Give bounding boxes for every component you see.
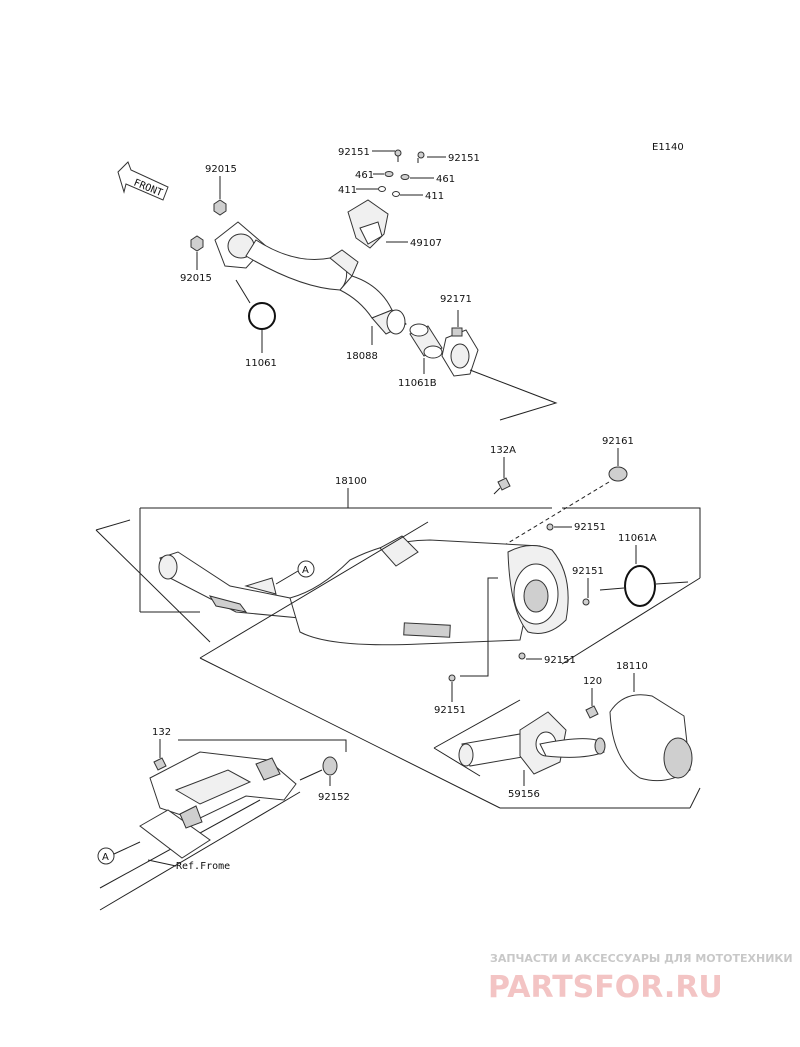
- bolt-92151-top-right: [417, 151, 425, 163]
- label-92152: 92152: [318, 792, 350, 803]
- label-92151-top-left: 92151: [338, 147, 370, 158]
- label-92151-cap-top: 92151: [574, 522, 606, 533]
- callout-a-upper: [297, 560, 315, 578]
- grommet-92161: [608, 466, 628, 482]
- nut-92015-lower: [190, 235, 204, 252]
- label-18088: 18088: [346, 351, 378, 362]
- washer-411-left: [378, 186, 386, 192]
- label-92151-cap-right: 92151: [572, 566, 604, 577]
- callout-a-upper-label: A: [302, 565, 309, 576]
- label-92151-cap-bottom: 92151: [544, 655, 576, 666]
- label-461-right: 461: [436, 174, 455, 185]
- washer-411-right: [392, 191, 400, 197]
- label-132a: 132A: [490, 445, 516, 456]
- label-132: 132: [152, 727, 171, 738]
- label-59156: 59156: [508, 789, 540, 800]
- bolt-132: [153, 757, 167, 771]
- label-11061: 11061: [245, 358, 277, 369]
- bolt-92151-lower: [448, 674, 456, 682]
- label-92151-top-right: 92151: [448, 153, 480, 164]
- washer-461-left: [384, 171, 394, 177]
- label-11061b: 11061B: [398, 378, 437, 389]
- label-461-left: 461: [355, 170, 374, 181]
- gasket-11061a: [624, 565, 656, 607]
- watermark-logo: PARTSFOR.RU: [488, 970, 723, 1005]
- bolt-92151-top-left: [394, 149, 402, 162]
- diagram-code: E1140: [652, 142, 684, 153]
- callout-a-lower-label: A: [102, 852, 109, 863]
- label-411-right: 411: [425, 191, 444, 202]
- bolt-92151-cap-right: [582, 598, 590, 606]
- washer-461-right: [400, 174, 410, 180]
- label-92015-lower: 92015: [180, 273, 212, 284]
- collar-92152: [322, 756, 338, 776]
- label-18100: 18100: [335, 476, 367, 487]
- watermark: ЗАПЧАСТИ И АКСЕССУАРЫ ДЛЯ МОТОТЕХНИКИ PA…: [488, 952, 793, 1005]
- watermark-tagline: ЗАПЧАСТИ И АКСЕССУАРЫ ДЛЯ МОТОТЕХНИКИ: [490, 952, 793, 965]
- screw-120: [585, 705, 599, 719]
- label-92015-upper: 92015: [205, 164, 237, 175]
- label-11061a: 11061A: [618, 533, 657, 544]
- label-92151-lower: 92151: [434, 705, 466, 716]
- callout-a-lower: [97, 847, 115, 865]
- gasket-11061: [248, 302, 276, 330]
- label-92161: 92161: [602, 436, 634, 447]
- nut-92015-upper: [213, 199, 227, 216]
- silencer-group: 59156 120 18110: [433, 661, 701, 809]
- front-arrow-icon: FRONT: [117, 161, 169, 201]
- label-120: 120: [583, 676, 602, 687]
- bolt-92151-cap-top: [546, 523, 554, 531]
- bolt-92151-cap-bottom: [518, 652, 526, 660]
- label-49107: 49107: [410, 238, 442, 249]
- label-92171: 92171: [440, 294, 472, 305]
- label-411-left: 411: [338, 185, 357, 196]
- label-18110: 18110: [616, 661, 648, 672]
- bolt-132a: [493, 477, 511, 495]
- ref-frame-label: Ref.Frome: [176, 861, 230, 872]
- frame-bracket-group: 132 92152 A Ref.Frome: [97, 727, 350, 911]
- header-pipe-group: 92015 92015 18088 49107 92151 92151: [180, 147, 558, 421]
- muffler-assembly-group: 18100 132A 92161 A: [95, 436, 701, 809]
